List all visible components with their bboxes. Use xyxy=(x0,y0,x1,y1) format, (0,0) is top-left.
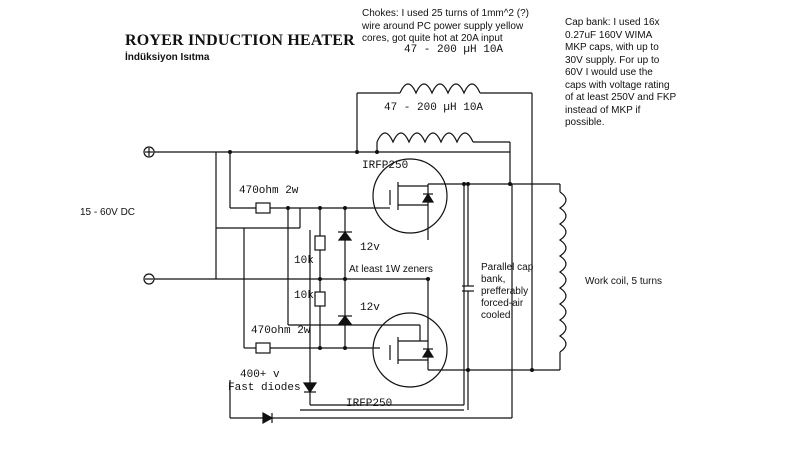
gate-resistor-bottom-label: 470ohm 2w xyxy=(251,325,311,337)
zener-bottom-label: 12v xyxy=(360,302,380,314)
mosfet-bottom-label: IRFP250 xyxy=(346,398,393,410)
junction-dots xyxy=(228,150,534,372)
mosfet-bottom-diode xyxy=(421,347,435,358)
choke-top-label: 47 - 200 µH 10A xyxy=(404,44,504,56)
diodes-type-label: Fast diodes xyxy=(228,382,301,394)
gate-resistor-bottom xyxy=(255,342,271,354)
page-subtitle: İndüksiyon Isıtma xyxy=(125,52,210,63)
page-title: ROYER INDUCTION HEATER xyxy=(125,32,355,49)
pull-resistor-bottom-label: 10k xyxy=(294,290,314,302)
zener-top xyxy=(337,231,353,241)
fast-diode-2 xyxy=(262,411,274,425)
choke-bottom-label: 47 - 200 µH 10A xyxy=(384,102,484,114)
gate-resistor-top xyxy=(255,202,271,214)
choke-bottom-inductor xyxy=(376,132,474,144)
pull-resistor-bottom xyxy=(314,291,326,307)
zener-top-label: 12v xyxy=(360,242,380,254)
chokes-note: Chokes: I used 25 turns of 1mm^2 (?) wir… xyxy=(362,8,529,44)
pull-resistor-top xyxy=(314,235,326,251)
cap-bank-note: Cap bank: I used 16x 0.27uF 160V WIMA MK… xyxy=(565,17,677,128)
mosfet-top-body xyxy=(372,158,448,234)
choke-top-inductor xyxy=(399,83,481,95)
fast-diode-1 xyxy=(302,382,318,394)
mosfet-bottom-body xyxy=(372,312,448,388)
pull-resistor-top-label: 10k xyxy=(294,255,314,267)
diodes-voltage-label: 400+ v xyxy=(240,369,280,381)
mosfet-top-label: IRFP250 xyxy=(362,160,409,172)
supply-voltage-label: 15 - 60V DC xyxy=(80,207,136,218)
zener-bottom xyxy=(337,315,353,325)
zeners-note: At least 1W zeners xyxy=(349,264,433,275)
work-coil-label: Work coil, 5 turns xyxy=(585,276,663,287)
gate-resistor-top-label: 470ohm 2w xyxy=(239,185,299,197)
mosfet-top-diode xyxy=(421,192,435,203)
cap-bank-label: Parallel cap bank, prefferably forced-ai… xyxy=(481,262,534,321)
work-coil xyxy=(558,191,567,353)
